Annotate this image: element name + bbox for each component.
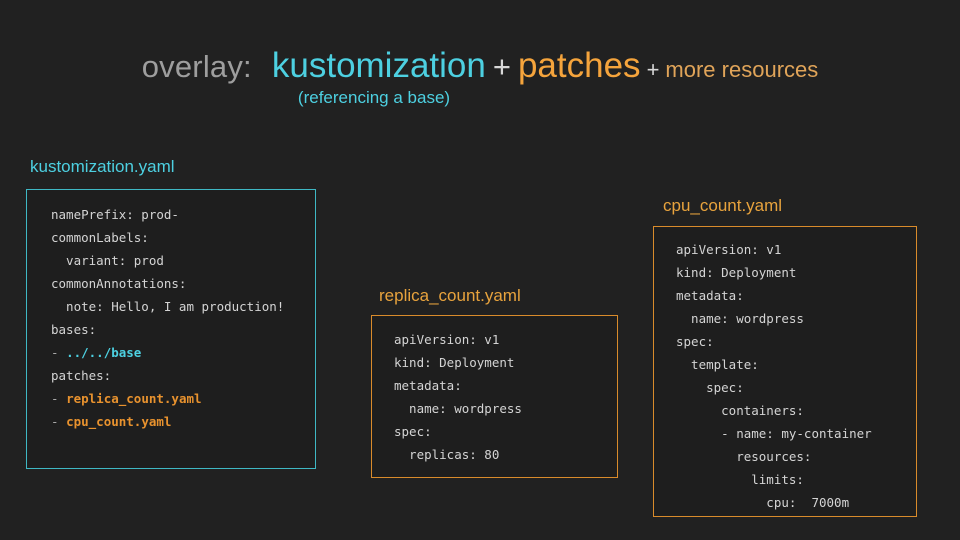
code-token: replica_count.yaml (66, 391, 202, 406)
code-block-kustomization-yaml: namePrefix: prod-commonLabels: variant: … (26, 189, 316, 469)
code-token: name: wordpress (394, 401, 522, 416)
code-token: resources: (676, 449, 812, 464)
code-token: commonLabels: (51, 230, 149, 245)
code-line: commonAnnotations: (51, 272, 315, 295)
code-token: spec: (676, 380, 744, 395)
code-token: spec: (676, 334, 714, 349)
file-label-kustomization-yaml: kustomization.yaml (30, 157, 175, 176)
code-line: variant: prod (51, 249, 315, 272)
code-token: cpu_count.yaml (66, 414, 172, 429)
code-token: kind: Deployment (676, 265, 797, 280)
code-line: patches: (51, 364, 315, 387)
file-label-cpu-count-yaml: cpu_count.yaml (663, 196, 783, 215)
code-token: variant: prod (51, 253, 164, 268)
code-line: - name: my-container (676, 422, 916, 445)
heading-patches-word: patches (517, 46, 641, 85)
code-line: spec: (676, 376, 916, 399)
code-line: - ../../base (51, 341, 315, 364)
code-line: spec: (676, 330, 916, 353)
code-line: containers: (676, 399, 916, 422)
code-token: - name: my-container (676, 426, 872, 441)
code-body: namePrefix: prod-commonLabels: variant: … (27, 190, 315, 433)
code-line: apiVersion: v1 (394, 328, 617, 351)
code-token: patches: (51, 368, 112, 383)
code-token: - (51, 414, 67, 429)
code-line: replicas: 80 (394, 443, 617, 466)
code-token: metadata: (676, 288, 744, 303)
code-line: - replica_count.yaml (51, 387, 315, 410)
heading-more-resources-word: more resources (665, 57, 819, 82)
code-token: note: Hello, I am production! (51, 299, 285, 314)
slide-heading: overlay:kustomization+patches+more resou… (0, 48, 960, 83)
code-line: - cpu_count.yaml (51, 410, 315, 433)
heading-overlay-word: overlay: (141, 49, 252, 84)
code-token: apiVersion: v1 (676, 242, 782, 257)
heading-line: overlay:kustomization+patches+more resou… (0, 48, 960, 83)
code-token: bases: (51, 322, 97, 337)
heading-plus-2: + (646, 57, 660, 82)
code-token: - (51, 345, 67, 360)
slide-subheading: (referencing a base) (0, 88, 960, 108)
code-line: metadata: (394, 374, 617, 397)
heading-plus-1: + (492, 49, 511, 84)
code-token: containers: (676, 403, 804, 418)
code-token: spec: (394, 424, 432, 439)
code-token: ../../base (66, 345, 142, 360)
code-line: name: wordpress (394, 397, 617, 420)
code-token: replicas: 80 (394, 447, 500, 462)
heading-kustomization-word: kustomization (271, 46, 486, 85)
code-line: namePrefix: prod- (51, 203, 315, 226)
code-line: template: (676, 353, 916, 376)
code-token: - (51, 391, 67, 406)
code-token: metadata: (394, 378, 462, 393)
code-line: spec: (394, 420, 617, 443)
code-line: resources: (676, 445, 916, 468)
code-line: commonLabels: (51, 226, 315, 249)
code-token: namePrefix: prod- (51, 207, 179, 222)
code-line: note: Hello, I am production! (51, 295, 315, 318)
code-token: commonAnnotations: (51, 276, 187, 291)
code-token: apiVersion: v1 (394, 332, 500, 347)
code-line: name: wordpress (676, 307, 916, 330)
code-line: kind: Deployment (394, 351, 617, 374)
file-label-replica-count-yaml: replica_count.yaml (379, 286, 521, 305)
code-token: kind: Deployment (394, 355, 515, 370)
code-line: cpu: 7000m (676, 491, 916, 514)
code-token: name: wordpress (676, 311, 804, 326)
code-line: kind: Deployment (676, 261, 916, 284)
code-line: apiVersion: v1 (676, 238, 916, 261)
code-token: template: (676, 357, 759, 372)
code-line: bases: (51, 318, 315, 341)
code-line: metadata: (676, 284, 916, 307)
code-token: cpu: 7000m (676, 495, 850, 510)
code-line: limits: (676, 468, 916, 491)
code-token: limits: (676, 472, 804, 487)
subtitle-text: (referencing a base) (297, 88, 451, 107)
